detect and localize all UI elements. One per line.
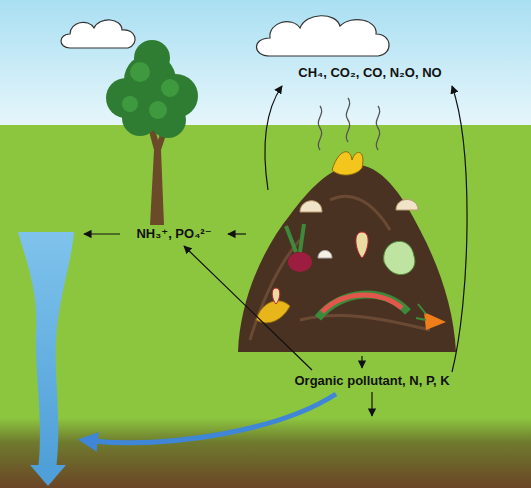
flow-arrows [84, 86, 467, 416]
tree [106, 40, 198, 225]
runoff-arrow [82, 394, 336, 443]
river-mouth [30, 465, 66, 486]
compost-pile [238, 152, 456, 352]
gas-emissions: CH₄, CO₂, CO, N₂O, NO [298, 65, 441, 81]
river [18, 232, 74, 470]
sky [0, 0, 531, 125]
soil-pollutants: Organic pollutant, N, P, K [294, 373, 449, 389]
leachate-ions: NH₃⁺, PO₄²⁻ [136, 226, 211, 242]
soil [0, 418, 531, 488]
odor-lines [318, 98, 379, 150]
cloud [61, 16, 389, 56]
